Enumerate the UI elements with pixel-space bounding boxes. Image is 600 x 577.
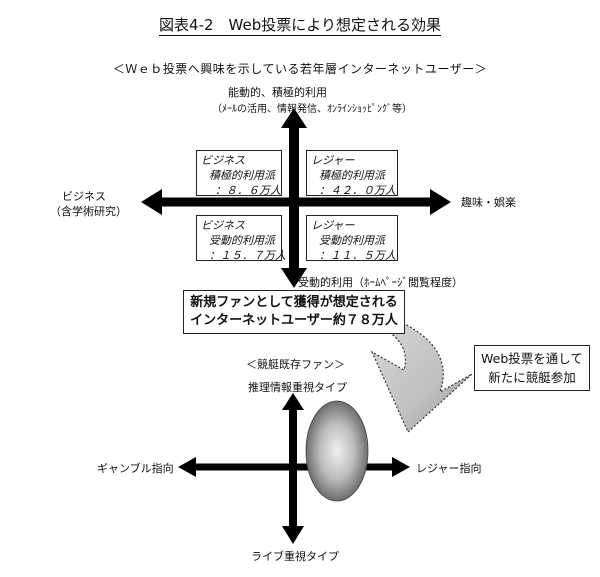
lower-heading: ＜競艇既存ファン＞ (246, 358, 345, 371)
quadrant-top-right: レジャー 積極的利用派 ：４２．０万人 (306, 150, 398, 197)
page-title: 図表4-2 Web投票により想定される効果 (159, 16, 441, 36)
quadrant-bottom-right: レジャー 受動的利用派 ：１１．５万人 (306, 215, 398, 262)
upper-axes (141, 108, 451, 288)
quadrant-bottom-left: ビジネス 受動的利用派 ：１５．７万人 (196, 215, 286, 262)
lower-left-label: ギャンブル指向 (97, 462, 174, 475)
top-axis-sublabel: （ﾒｰﾙの活用、情報発信、ｵﾝﾗｲﾝｼｮｯﾋﾟﾝｸﾞ等） (212, 104, 412, 115)
summary-box: 新規ファンとして獲得が想定される インターネットユーザー約７８万人 (183, 290, 405, 334)
lower-right-label: レジャー指向 (416, 462, 482, 475)
right-axis-label: 趣味・娯楽 (461, 196, 516, 209)
bottom-axis-label: 受動的利用（ﾎｰﾑﾍﾟｰｼﾞ閲覧程度） (298, 276, 463, 289)
lower-axes (178, 393, 410, 544)
quadrant-top-left: ビジネス 積極的利用派 ：８．６万人 (196, 150, 282, 197)
callout-box: Web投票を通して 新たに競艇参加 (474, 345, 590, 391)
existing-fan-oval (305, 400, 369, 502)
lower-bottom-label: ライブ重視タイプ (251, 550, 339, 563)
lower-top-label: 推理情報重視タイプ (248, 381, 347, 394)
left-axis-sublabel: （含学術研究） (50, 205, 127, 218)
top-axis-label: 能動的、積極的利用 (228, 86, 327, 99)
left-axis-label: ビジネス (62, 190, 106, 203)
curved-arrow (370, 317, 473, 433)
subtitle: ＜Ｗｅｂ投票へ興味を示している若年層インターネットユーザー＞ (112, 62, 488, 76)
